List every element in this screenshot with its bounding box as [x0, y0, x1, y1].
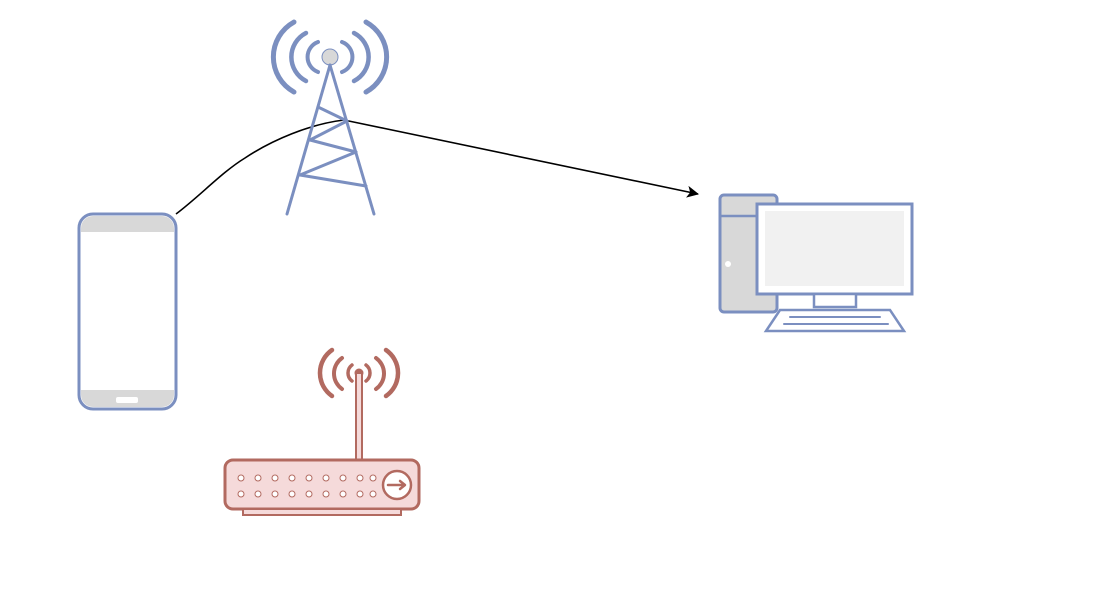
router-signal-waves [317, 347, 401, 399]
router-port-light [322, 490, 330, 498]
router-port-light [288, 474, 296, 482]
keyboard [763, 308, 907, 333]
router-port-light [254, 490, 262, 498]
router-port-light [288, 490, 296, 498]
router-port-light [271, 474, 279, 482]
smartphone-icon[interactable] [77, 212, 178, 411]
connector-phone-to-computer[interactable] [175, 119, 699, 215]
router-port-light [305, 490, 313, 498]
tower-lattice [285, 63, 376, 216]
router-port-light [254, 474, 262, 482]
router-port-light [305, 474, 313, 482]
phone-home-button [116, 397, 138, 403]
computer-power-led [725, 261, 731, 267]
phone-body [77, 212, 178, 411]
cell-tower-icon[interactable] [270, 19, 390, 216]
router-port-lights [237, 474, 377, 498]
router-port-light [339, 490, 347, 498]
monitor-stand [812, 292, 858, 309]
wireless-router-icon[interactable] [223, 347, 421, 516]
router-port-light [369, 490, 377, 498]
router-port-light [322, 474, 330, 482]
router-port-light [237, 474, 245, 482]
tower-antenna-tip [321, 48, 339, 66]
router-arrow-icon [386, 479, 407, 491]
router-port-light [356, 474, 364, 482]
router-port-light [339, 474, 347, 482]
phone-top-bar [81, 216, 174, 232]
router-base [242, 508, 402, 516]
router-port-light [271, 490, 279, 498]
router-antenna [355, 372, 363, 462]
router-port-light [237, 490, 245, 498]
monitor-screen [765, 211, 904, 286]
tower-signal-waves [270, 19, 390, 95]
monitor-frame [755, 202, 914, 296]
keyboard-keys [783, 316, 889, 325]
router-port-light [369, 474, 377, 482]
router-port-light [356, 490, 364, 498]
desktop-computer-icon[interactable] [718, 193, 914, 333]
